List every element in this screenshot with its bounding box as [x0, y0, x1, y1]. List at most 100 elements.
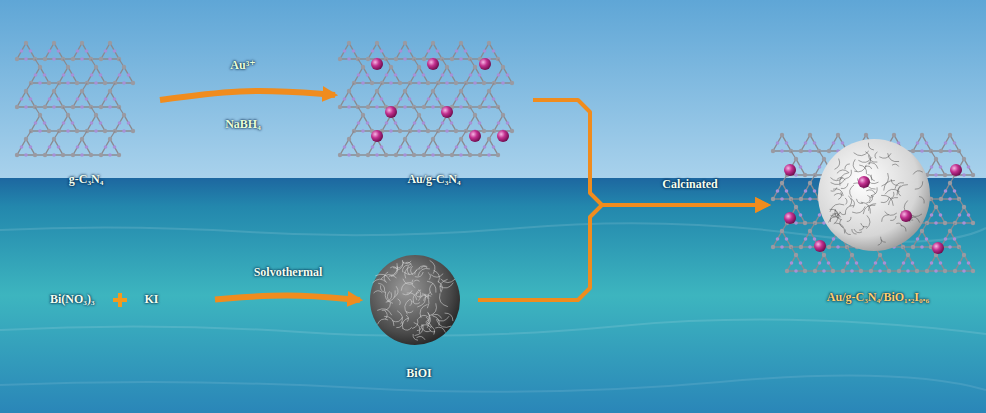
carbon-atom	[822, 253, 826, 257]
nitrogen-atom	[403, 57, 407, 61]
nanosheet-petal	[863, 205, 875, 214]
step-label: Calcinated	[662, 177, 717, 192]
nitrogen-atom	[431, 105, 435, 109]
nanosheet-petal	[418, 290, 421, 298]
nitrogen-atom	[776, 141, 780, 145]
nitrogen-atom	[57, 145, 61, 149]
heptazine-unit	[115, 115, 133, 131]
carbon-atom	[487, 137, 491, 141]
nitrogen-atom	[122, 81, 126, 85]
nitrogen-atom	[357, 121, 361, 125]
carbon-atom	[66, 65, 70, 69]
heptazine-unit	[801, 183, 819, 199]
microsphere	[370, 255, 460, 345]
heptazine-unit	[87, 115, 105, 131]
carbon-atom	[347, 137, 351, 141]
nitrogen-atom	[962, 221, 966, 225]
nitrogen-atom	[934, 269, 938, 273]
heptazine-unit	[452, 43, 470, 59]
heptazine-unit	[871, 255, 889, 271]
carbon-atom	[859, 269, 863, 273]
nitrogen-atom	[380, 49, 384, 53]
nitrogen-atom	[930, 261, 934, 265]
nanosheet-petal	[405, 299, 410, 314]
carbon-atom	[887, 269, 891, 273]
carbon-atom	[864, 133, 868, 137]
carbon-atom	[939, 149, 943, 153]
step-label: Au³⁺	[230, 58, 255, 73]
nanosheet-petal	[419, 266, 428, 268]
nanosheet-petal	[838, 192, 841, 199]
nitrogen-atom	[930, 213, 934, 217]
nitrogen-atom	[855, 261, 859, 265]
carbon-atom	[892, 133, 896, 137]
nanosheet-petal	[430, 260, 435, 273]
nitrogen-atom	[487, 105, 491, 109]
nanosheet-petal	[830, 204, 844, 212]
carbon-atom	[61, 153, 65, 157]
carbon-atom	[122, 65, 126, 69]
nanosheet-petal	[856, 199, 863, 204]
nitrogen-atom	[34, 121, 38, 125]
carbon-atom	[943, 269, 947, 273]
illustration-svg	[768, 130, 980, 280]
carbon-atom	[38, 65, 42, 69]
nanosheet-petal	[891, 179, 898, 185]
carbon-atom	[478, 105, 482, 109]
reagent-label: KI	[145, 292, 159, 307]
nanosheet-petal	[417, 324, 422, 331]
carbon-atom	[962, 157, 966, 161]
nanosheet-petal	[378, 283, 385, 291]
nitrogen-atom	[874, 261, 878, 265]
heptazine-unit	[17, 139, 35, 155]
nitrogen-atom	[371, 49, 375, 53]
nanosheet-petal	[885, 211, 897, 215]
nitrogen-atom	[916, 237, 920, 241]
carbon-atom	[459, 41, 463, 45]
carbon-atom	[431, 137, 435, 141]
nitrogen-atom	[57, 49, 61, 53]
carbon-atom	[878, 253, 882, 257]
carbon-atom	[450, 153, 454, 157]
carbon-atom	[131, 81, 135, 85]
nitrogen-atom	[916, 141, 920, 145]
nanosheet-petal	[402, 318, 409, 329]
carbon-atom	[43, 105, 47, 109]
nitrogen-atom	[99, 73, 103, 77]
nanosheet-petal	[433, 316, 439, 326]
nanosheet-petal	[831, 187, 837, 191]
carbon-atom	[799, 197, 803, 201]
nitrogen-atom	[506, 73, 510, 77]
heptazine-unit	[494, 67, 512, 83]
nitrogen-atom	[948, 245, 952, 249]
nitrogen-atom	[939, 213, 943, 217]
nitrogen-atom	[492, 97, 496, 101]
nitrogen-atom	[445, 129, 449, 133]
heptazine-unit	[45, 139, 63, 155]
nitrogen-atom	[413, 121, 417, 125]
nitrogen-atom	[403, 153, 407, 157]
nitrogen-atom	[958, 213, 962, 217]
carbon-atom	[403, 89, 407, 93]
heptazine-unit	[31, 67, 49, 83]
carbon-atom	[934, 205, 938, 209]
nanosheet-petal	[915, 181, 923, 189]
nitrogen-atom	[967, 165, 971, 169]
nanosheet-petal	[374, 291, 383, 293]
heptazine-unit	[396, 139, 414, 155]
nanosheet-petal	[416, 336, 425, 339]
carbon-atom	[394, 57, 398, 61]
nitrogen-atom	[804, 237, 808, 241]
illustration-svg	[360, 250, 470, 350]
illustration-group	[370, 255, 460, 345]
carbon-atom	[482, 129, 486, 133]
plus-symbol	[113, 293, 127, 307]
carbon-atom	[920, 229, 924, 233]
nitrogen-atom	[450, 73, 454, 77]
carbon-atom	[482, 81, 486, 85]
carbon-atom	[80, 41, 84, 45]
heptazine-unit	[73, 43, 91, 59]
nanosheet-petal	[866, 215, 869, 228]
heptazine-unit	[424, 91, 442, 107]
nanosheet-petal	[418, 295, 431, 301]
